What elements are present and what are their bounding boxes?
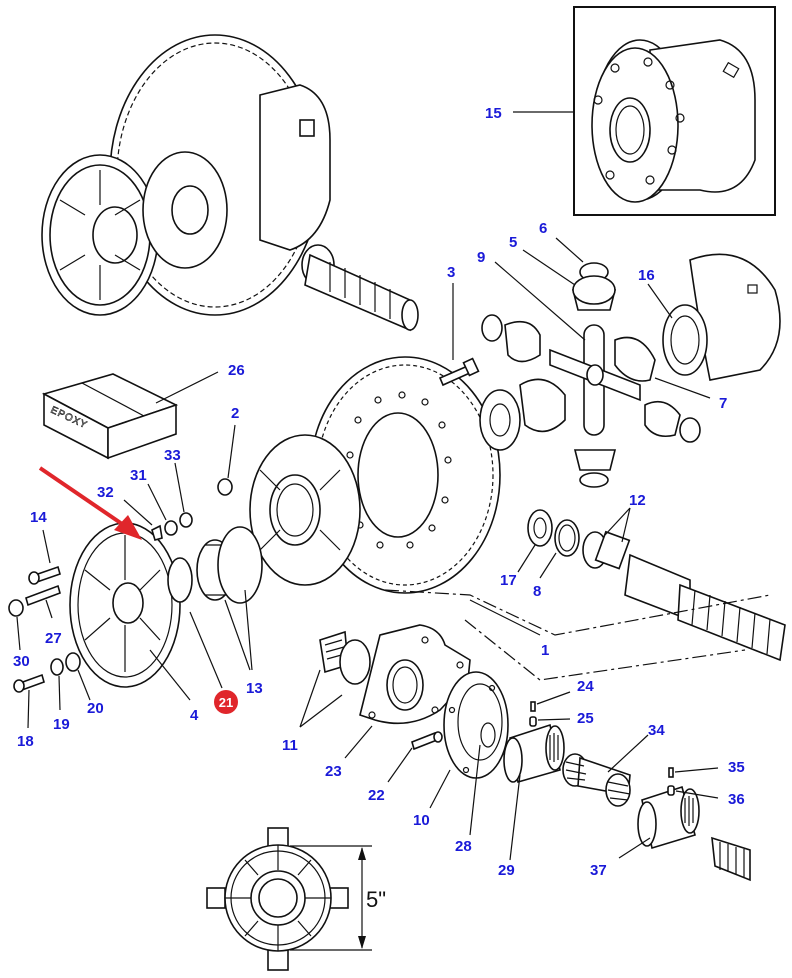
end-view-differential: 5": [206, 827, 386, 971]
pinion-shaft-right: 17 8 12: [500, 492, 786, 662]
callout-14: 14: [30, 509, 47, 526]
fasteners-left: 14 27 30 18 19 20 32 31 33: [8, 447, 193, 750]
coupler-37: 37 35 36: [590, 759, 751, 882]
pinion-carrier: 11 23 22: [282, 624, 471, 804]
callout-26: 26: [228, 362, 245, 379]
callout-19: 19: [53, 716, 70, 733]
callout-23: 23: [325, 763, 342, 780]
callout-27: 27: [45, 630, 62, 647]
bracket-1: 1: [384, 589, 771, 681]
bolt-3: 3: [438, 264, 480, 387]
callout-35: 35: [728, 759, 745, 776]
cover-plate-4: 4: [69, 522, 199, 724]
callout-9: 9: [477, 249, 485, 266]
callout-30: 30: [13, 653, 30, 670]
case-half-16: 16: [638, 253, 781, 381]
red-arrow-indicator: [38, 466, 142, 540]
callout-25: 25: [577, 710, 594, 727]
callout-36: 36: [728, 791, 745, 808]
callout-31: 31: [130, 467, 147, 484]
callout-3: 3: [447, 264, 455, 281]
bearing-13: 13: [167, 526, 263, 697]
callout-29: 29: [498, 862, 515, 879]
spider-gears: 9 5 6 7: [477, 220, 727, 488]
callout-6: 6: [539, 220, 547, 237]
plate-10: 10: [413, 671, 509, 829]
callout-8: 8: [533, 583, 541, 600]
inset-case-15: 15: [485, 6, 776, 216]
callout-22: 22: [368, 787, 385, 804]
callout-37: 37: [590, 862, 607, 879]
callout-24: 24: [577, 678, 594, 695]
nut-2: 2: [217, 405, 239, 496]
dimension-label: 5": [366, 887, 386, 912]
callout-2: 2: [231, 405, 239, 422]
assembled-differential-top: [41, 34, 419, 332]
callout-12: 12: [629, 492, 646, 509]
callout-32: 32: [97, 484, 114, 501]
callout-28: 28: [455, 838, 472, 855]
callout-10: 10: [413, 812, 430, 829]
callout-13: 13: [246, 680, 263, 697]
callout-15: 15: [485, 105, 502, 122]
callout-21: 21: [219, 695, 233, 710]
snap-ring-28: 28: [455, 722, 496, 855]
callout-20: 20: [87, 700, 104, 717]
callout-18: 18: [17, 733, 34, 750]
epoxy-package-26: EPOXY 26: [41, 362, 245, 460]
highlight-callout-21[interactable]: 21: [214, 690, 238, 714]
callout-16: 16: [638, 267, 655, 284]
callout-5: 5: [509, 234, 517, 251]
callout-33: 33: [164, 447, 181, 464]
callout-17: 17: [500, 572, 517, 589]
stub-shaft-34: 34: [562, 722, 665, 807]
callout-11: 11: [282, 737, 298, 754]
coupler-29: 29 24 25: [498, 678, 594, 879]
callout-34: 34: [648, 722, 665, 739]
callout-1: 1: [541, 642, 549, 659]
callout-4: 4: [190, 707, 199, 724]
callout-7: 7: [719, 395, 727, 412]
case-half: [249, 434, 361, 586]
